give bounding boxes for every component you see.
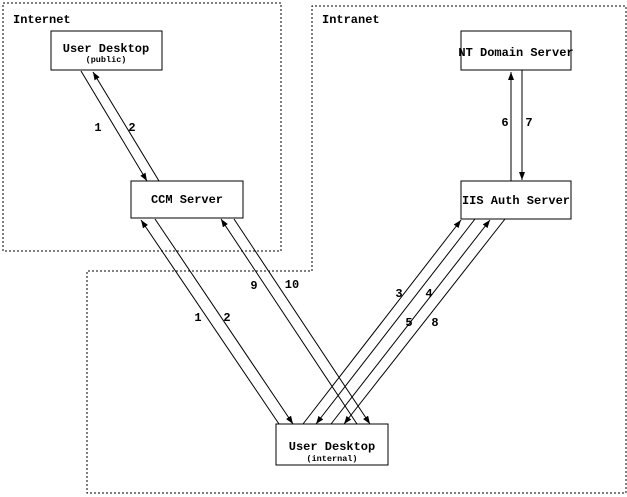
arrow-label-2-public: 2 <box>128 121 135 135</box>
arrow-label-6: 6 <box>501 116 508 130</box>
arrow-2-ccm-to-internal-desktop <box>154 218 294 425</box>
node-ccm-server: CCM Server <box>130 180 244 219</box>
arrow-2-ccm-to-public-desktop <box>92 71 160 182</box>
arrow-label-1-public: 1 <box>94 121 101 135</box>
node-nt-domain-server: NT Domain Server <box>458 30 574 71</box>
user-desktop-internal-label: User Desktop <box>289 440 375 454</box>
intranet-zone-label: Intranet <box>322 13 380 27</box>
arrow-label-8: 8 <box>431 316 438 330</box>
arrow-label-5: 5 <box>405 316 412 330</box>
node-user-desktop-internal: User Desktop (internal) <box>275 423 389 466</box>
intranet-zone-border <box>86 5 627 494</box>
arrow-label-9: 9 <box>250 279 257 293</box>
arrow-1-public-desktop-to-ccm <box>80 70 148 182</box>
arrow-9-internal-desktop-to-ccm <box>220 218 358 425</box>
user-desktop-internal-box <box>275 423 389 466</box>
arrow-10-ccm-to-internal-desktop <box>233 218 371 425</box>
arrow-label-10: 10 <box>285 278 299 292</box>
arrow-4-iis-to-internal-desktop <box>315 218 476 425</box>
ccm-server-box <box>130 180 244 219</box>
iis-auth-server-label: IIS Auth Server <box>462 194 570 208</box>
user-desktop-public-box <box>50 30 163 71</box>
arrow-label-4: 4 <box>425 287 432 301</box>
arrow-label-7: 7 <box>525 116 532 130</box>
arrow-5-internal-desktop-to-iis <box>330 219 491 425</box>
arrow-8-iis-to-internal-desktop <box>343 218 506 425</box>
ccm-server-label: CCM Server <box>151 193 223 207</box>
arrow-label-2-internal: 2 <box>223 311 230 325</box>
iis-auth-server-box <box>460 180 572 220</box>
internet-zone-border <box>2 2 282 252</box>
nt-domain-server-label: NT Domain Server <box>458 46 573 60</box>
arrow-label-1-internal: 1 <box>194 311 201 325</box>
user-desktop-public-sublabel: (public) <box>86 55 127 65</box>
user-desktop-internal-sublabel: (internal) <box>306 454 357 464</box>
node-iis-auth-server: IIS Auth Server <box>460 180 572 220</box>
nt-domain-server-box <box>460 30 572 71</box>
internet-zone-label: Internet <box>13 13 71 27</box>
arrow-3-internal-desktop-to-iis <box>302 219 462 425</box>
node-user-desktop-public: User Desktop (public) <box>50 30 163 71</box>
arrow-label-3: 3 <box>395 287 402 301</box>
user-desktop-public-label: User Desktop <box>63 42 149 56</box>
arrow-1-internal-desktop-to-ccm <box>140 219 280 425</box>
